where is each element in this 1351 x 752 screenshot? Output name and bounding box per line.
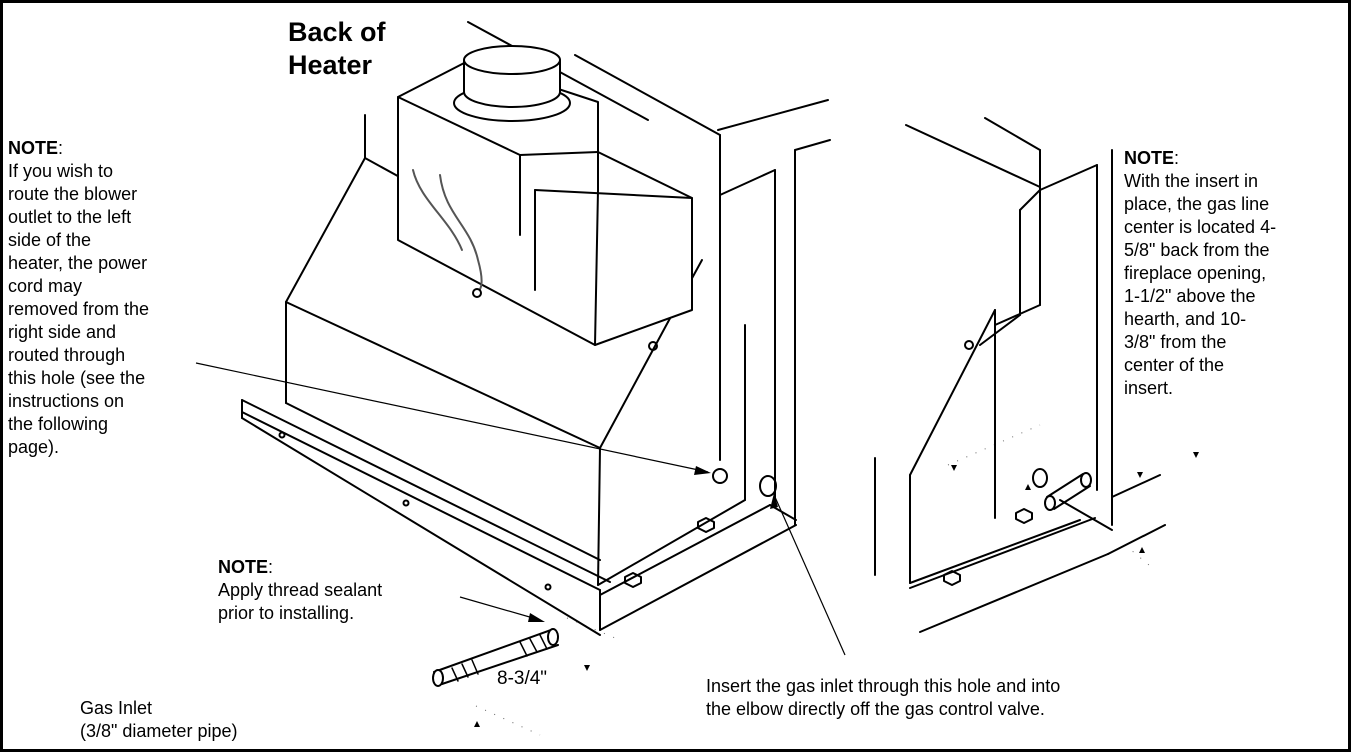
dimension-guide <box>475 705 541 736</box>
note-left-line: removed from the <box>8 299 150 319</box>
note-right-line: center is located 4- <box>1124 217 1277 237</box>
cord-hole-leader <box>195 362 709 473</box>
insert-instruction: Insert the gas inlet through this hole a… <box>706 676 1061 719</box>
note-left-line: cord may <box>8 276 83 296</box>
note-left-line: heater, the power <box>8 253 148 273</box>
gas-line-stub <box>1044 472 1092 511</box>
note-left-line: route the blower <box>8 184 138 204</box>
power-cord-wire <box>412 169 483 293</box>
cord-grommet <box>472 288 482 298</box>
base-bolt-hole <box>544 583 552 591</box>
base-bolt-hole <box>278 431 286 439</box>
note-left-line: right side and <box>8 322 117 342</box>
dimension-tick <box>951 465 957 471</box>
panel-screw <box>648 341 658 351</box>
note-right-heading: NOTE: <box>1124 148 1180 168</box>
gas-inlet-label: Gas Inlet (3/8" diameter pipe) <box>80 698 238 741</box>
dimension-tick <box>1137 472 1143 478</box>
note-left-line: instructions on <box>8 391 125 411</box>
note-right-line: 5/8" back from the <box>1124 240 1270 260</box>
dimension-tick <box>474 721 480 727</box>
pipe-length-dimension: 8-3/4" <box>497 668 548 689</box>
note-left-line: this hole (see the <box>8 368 146 388</box>
title-line-2: Heater <box>288 50 373 80</box>
heater-body <box>241 21 831 636</box>
title-line-1: Back of <box>288 17 386 47</box>
dimension-tick <box>1139 547 1145 553</box>
hex-nut <box>624 572 642 588</box>
note-right-line: hearth, and 10- <box>1124 309 1247 329</box>
dimension-guide <box>947 424 1041 466</box>
note-left-line: the following <box>8 414 109 434</box>
note-right-line: 1-1/2" above the <box>1124 286 1256 306</box>
dimension-tick <box>584 665 590 671</box>
gas-inlet-hole <box>759 475 777 497</box>
note-left: NOTE: If you wish to route the blower ou… <box>8 137 238 459</box>
hex-nut <box>943 570 961 586</box>
arrowhead <box>528 613 545 622</box>
arrowhead <box>770 493 778 509</box>
dimension-tick <box>1193 452 1199 458</box>
note-right-line: center of the <box>1124 355 1225 375</box>
blower-outlet-box <box>397 45 693 346</box>
gas-inlet-pipe <box>432 628 559 687</box>
note-right-line: fireplace opening, <box>1124 263 1267 283</box>
note-right-line: place, the gas line <box>1124 194 1270 214</box>
detail-hole <box>1032 468 1048 488</box>
base-bolt-hole <box>402 499 410 507</box>
note-left-heading: NOTE: <box>8 138 64 158</box>
note-left-line: outlet to the left <box>8 207 132 227</box>
note-sealant-line: Apply thread sealant <box>218 580 383 600</box>
note-sealant-line: prior to installing. <box>218 603 355 623</box>
dimension-guide <box>566 617 621 641</box>
note-sealant-heading: NOTE: <box>218 557 274 577</box>
note-right: NOTE: With the insert in place, the gas … <box>1124 147 1344 400</box>
note-left-line: routed through <box>8 345 126 365</box>
arrowhead <box>694 466 711 475</box>
note-right-line: With the insert in <box>1124 171 1259 191</box>
note-sealant: NOTE: Apply thread sealant prior to inst… <box>218 556 458 625</box>
insert-detail-view <box>874 117 1166 633</box>
hex-nut <box>1015 508 1033 524</box>
note-left-line: side of the <box>8 230 92 250</box>
dimension-guide <box>1124 544 1156 571</box>
note-right-line: insert. <box>1124 378 1174 398</box>
detail-screw <box>964 340 974 350</box>
sealant-leader <box>459 596 541 621</box>
cord-hole <box>712 468 728 484</box>
note-left-line: page). <box>8 437 60 457</box>
inlet-hole-leader <box>774 496 846 656</box>
note-right-line: 3/8" from the <box>1124 332 1227 352</box>
note-left-line: If you wish to <box>8 161 114 181</box>
hex-nut <box>697 517 715 533</box>
dimension-tick <box>1025 484 1031 490</box>
